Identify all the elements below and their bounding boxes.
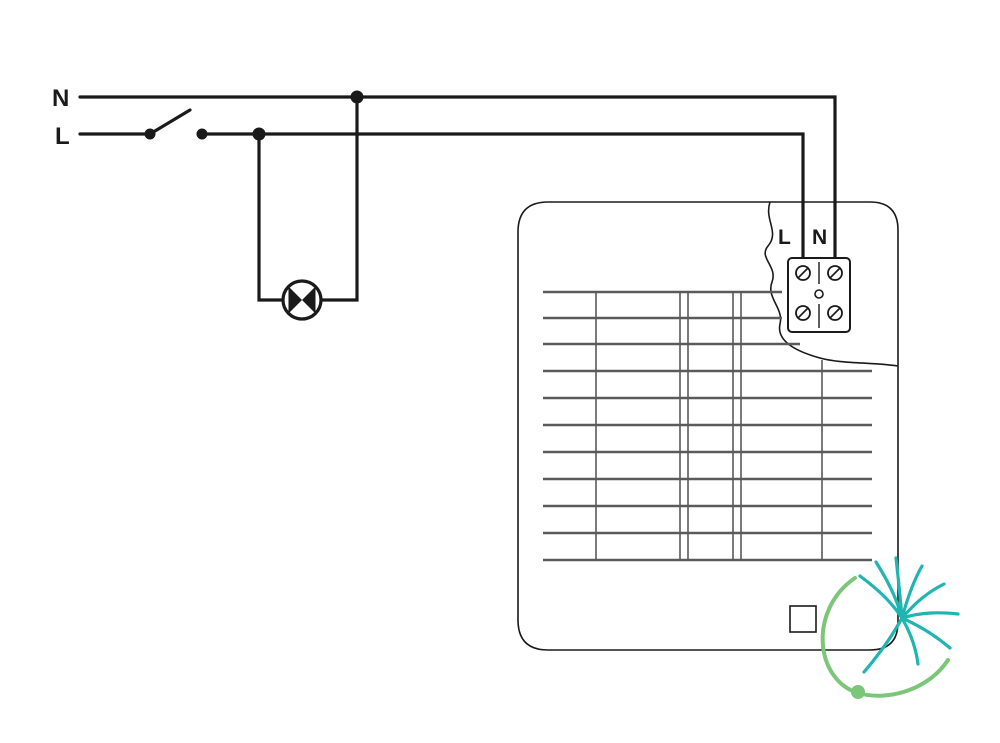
switch-contact-left: [144, 128, 156, 140]
brand-logo-icon: [820, 556, 960, 699]
terminal-screw-icon: [827, 305, 843, 321]
live-junction-dot: [252, 127, 266, 141]
lamp-icon: [281, 279, 323, 321]
live-label: L: [55, 123, 70, 150]
fan-grille: [543, 290, 872, 562]
live-wire-switched: [200, 132, 805, 264]
terminal-block: [787, 257, 851, 333]
terminal-neutral-label: N: [812, 226, 827, 249]
fan-housing: [517, 201, 899, 651]
terminal-screw-icon: [795, 305, 811, 321]
terminal-live-label: L: [778, 226, 791, 249]
switch-lever: [148, 108, 192, 136]
live-lamp-wire: [257, 132, 286, 302]
terminal-cutout-edge: [764, 201, 899, 367]
neutral-label: N: [52, 85, 69, 112]
neutral-wire: [78, 95, 837, 264]
neutral-junction-dot: [350, 90, 364, 104]
neutral-lamp-wire: [318, 95, 359, 302]
terminal-screw-icon: [827, 265, 843, 281]
indicator-box: [789, 605, 817, 633]
terminal-screw-icon: [795, 265, 811, 281]
